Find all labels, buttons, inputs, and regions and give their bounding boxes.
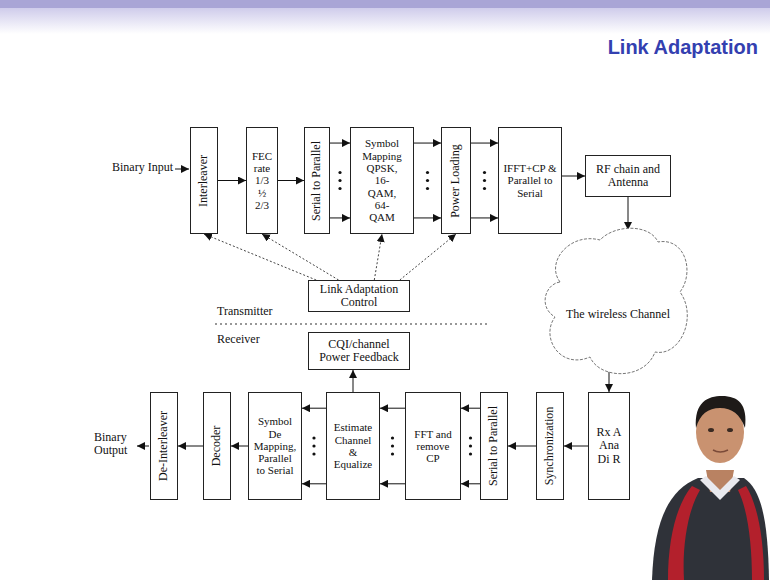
node-text: Interleaver [197, 155, 210, 207]
bus-dot [338, 179, 341, 182]
header-band [0, 0, 770, 8]
process-box: RF chain and Antenna [585, 155, 671, 197]
node-text: Estimate Channel & Equalize [334, 421, 373, 470]
node-text: RF chain and Antenna [589, 163, 667, 190]
text-label: Receiver [217, 333, 260, 346]
node-text: IFFT+CP & Parallel to Serial [502, 162, 558, 199]
node-text: Synchronization [543, 407, 556, 486]
process-box: Symbol Mapping QPSK, 16-QAM, 64-QAM [350, 127, 414, 234]
signal-arrow [380, 408, 405, 409]
signal-arrow [218, 180, 246, 181]
bus-dot [338, 187, 341, 190]
text-label: Transmitter [217, 305, 273, 318]
node-text: Power Loading [449, 144, 462, 218]
signal-arrow [302, 408, 326, 409]
presenter-figure [652, 396, 769, 580]
signal-arrow [508, 446, 536, 447]
node-text: Serial to Parallel [310, 141, 323, 221]
signal-arrow [414, 217, 441, 218]
bus-dot [426, 171, 429, 174]
bus-dot [469, 444, 472, 447]
bus-dot [426, 179, 429, 182]
text-label: Binary Input [112, 161, 173, 174]
bus-dot [391, 436, 394, 439]
feedback-box: CQI/channel Power Feedback [308, 332, 410, 370]
signal-arrow [461, 408, 480, 409]
node-text: Symbol Mapping QPSK, 16-QAM, 64-QAM [362, 137, 402, 223]
process-box: Rx A Ana Di R [588, 392, 630, 500]
slide-title: Link Adaptation [608, 36, 758, 59]
input-arrow [175, 169, 189, 170]
bus-dot [483, 171, 486, 174]
control-box: Link Adaptation Control [308, 280, 410, 312]
signal-arrow [353, 370, 354, 392]
signal-arrow [471, 143, 498, 144]
text-label: Binary Output [94, 431, 134, 458]
node-text: Serial to Parallel [487, 406, 500, 486]
process-box: Serial to Parallel [304, 127, 330, 234]
node-text: FFT and remove CP [409, 428, 457, 465]
header-fade [0, 8, 770, 34]
signal-arrow [278, 180, 304, 181]
signal-arrow [330, 217, 350, 218]
signal-arrow [302, 483, 326, 484]
node-text: Rx A Ana Di R [592, 426, 626, 466]
process-box: IFFT+CP & Parallel to Serial [498, 127, 562, 234]
process-box: Power Loading [441, 127, 471, 234]
tx-rx-separator [215, 323, 488, 324]
signal-arrow [609, 370, 610, 392]
signal-arrow [461, 483, 480, 484]
node-text: Link Adaptation Control [312, 283, 406, 310]
node-text: CQI/channel Power Feedback [312, 338, 406, 365]
cloud-outline [540, 222, 690, 380]
process-box: Synchronization [536, 392, 564, 500]
control-arrow [262, 234, 339, 280]
process-box: Interleaver [190, 127, 218, 234]
control-arrow [400, 234, 456, 280]
signal-arrow [330, 143, 350, 144]
channel-cloud: The wireless Channel [540, 222, 690, 380]
signal-arrow [628, 197, 629, 230]
process-box: Estimate Channel & Equalize [326, 392, 380, 500]
control-arrow [374, 234, 382, 280]
process-box: Symbol De Mapping, Parallel to Serial [248, 392, 302, 500]
node-text: Decoder [210, 426, 223, 467]
bus-dot [312, 436, 315, 439]
bus-dot [312, 444, 315, 447]
process-box: Decoder [203, 392, 231, 500]
bus-dot [391, 444, 394, 447]
signal-arrow [471, 217, 498, 218]
node-text: Symbol De Mapping, Parallel to Serial [254, 415, 296, 477]
signal-arrow [231, 446, 248, 447]
bus-dot [426, 187, 429, 190]
process-box: De-Interleaver [150, 392, 178, 500]
bus-dot [483, 179, 486, 182]
bus-dot [469, 436, 472, 439]
bus-dot [469, 452, 472, 455]
signal-arrow [564, 446, 588, 447]
bus-dot [483, 187, 486, 190]
process-box: FEC rate 1/3 ½ 2/3 [246, 127, 278, 234]
process-box: Serial to Parallel [480, 392, 508, 500]
node-text: De-Interleaver [157, 411, 170, 481]
output-arrow [137, 446, 149, 447]
signal-arrow [380, 483, 405, 484]
bus-dot [312, 452, 315, 455]
signal-arrow [178, 446, 203, 447]
signal-arrow [414, 143, 441, 144]
process-box: FFT and remove CP [405, 392, 461, 500]
signal-arrow [562, 176, 585, 177]
node-text: The wireless Channel [566, 308, 670, 321]
node-text: FEC rate 1/3 ½ 2/3 [252, 150, 272, 212]
bus-dot [391, 452, 394, 455]
bus-dot [338, 171, 341, 174]
